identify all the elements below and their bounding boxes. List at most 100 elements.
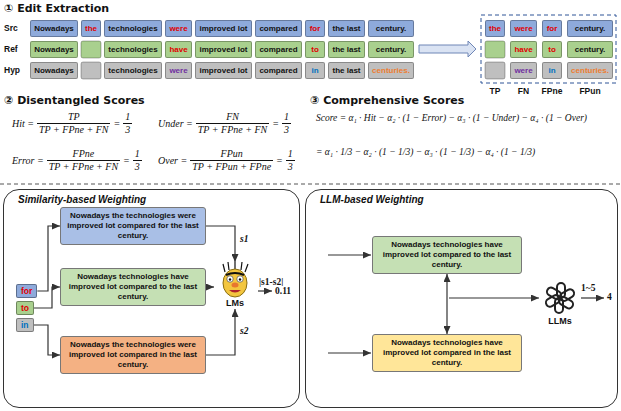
node-text: the last [332, 24, 360, 33]
node-text: centuries. [372, 66, 410, 75]
node-text: century. [376, 24, 407, 33]
formula-term: 1 [123, 111, 132, 123]
formula-term: 3 [282, 123, 291, 135]
node-text: were [169, 24, 187, 33]
section-title: ① Edit Extraction [4, 2, 109, 15]
score-formula: Over =FPunTP + FPun + FPne=13 [158, 148, 295, 172]
node-text: compared [259, 24, 297, 33]
node-text: Nowadays technologies have improved lot … [383, 338, 511, 367]
score-formula: Hit =TPTP + FPne + FN=13 [12, 111, 132, 135]
node-text: Nowadays [34, 66, 74, 75]
token-box: for [305, 20, 325, 37]
formula-term: TP [66, 111, 82, 123]
node-text: in [548, 66, 555, 75]
token-box: Nowadays [30, 62, 78, 79]
formula-term: 1 [133, 148, 142, 160]
token-box: were [510, 20, 537, 37]
openai-icon [542, 280, 578, 316]
node-text: the [85, 24, 97, 33]
similarity-score-label: s1 [239, 234, 249, 244]
node-text: technologies [108, 45, 157, 54]
token-box: century. [368, 20, 414, 37]
formula-term: TP + FPne + FN [37, 123, 110, 135]
empty-token-box [485, 62, 505, 79]
node-text: were [169, 66, 187, 75]
extracted-edits-frame [481, 15, 616, 83]
formula-term: Over = [158, 155, 187, 166]
formula-term: TP + FPne + FN [47, 160, 120, 172]
weighting-panel: LLM-based WeightingNowadays technologies… [305, 189, 618, 408]
empty-token-box [81, 41, 101, 58]
formula-term: 3 [286, 160, 295, 172]
input-arrow [328, 254, 371, 255]
row-label: Ref [4, 44, 18, 54]
fraction: TPTP + FPne + FN [37, 111, 110, 135]
token-box: the [485, 20, 505, 37]
bert-nose [232, 283, 239, 288]
sentence-box: Nowadays technologies have improved lot … [60, 268, 206, 306]
sentence-box: Nowadays technologies have improved lot … [372, 236, 522, 274]
formula-term: = [276, 155, 283, 166]
token-box: compared [255, 20, 302, 37]
token-box: centuries. [368, 62, 414, 79]
edit-token-box: in [16, 318, 34, 332]
formula-term: TP + FPne + FN [196, 123, 269, 135]
empty-token-box [485, 41, 505, 58]
token-box: in [542, 62, 562, 79]
compare-arrow [449, 297, 539, 298]
token-box: compared [255, 41, 302, 58]
node-text: Nowadays technologies have improved lot … [383, 240, 511, 269]
fraction: 13 [282, 111, 291, 135]
edit-token-box: to [16, 301, 34, 315]
token-box: the last [328, 41, 365, 58]
score-value: 4 [606, 292, 613, 302]
weighting-panel: Similarity-based WeightingfortoinNowaday… [3, 189, 300, 408]
token-box: centuries. [567, 62, 613, 79]
score-formula: = α₁ · 1/3 − α₂ · (1 − 1/3) − α₃ · (1 − … [316, 146, 616, 158]
node-text: the last [332, 45, 360, 54]
row-label: Src [4, 23, 18, 33]
token-box: century. [567, 20, 613, 37]
token-box: technologies [104, 62, 162, 79]
node-text: technologies [108, 24, 157, 33]
node-text: improved lot [199, 66, 247, 75]
connector-arrow [34, 325, 60, 355]
sentence-box: Nowadays the technologies were improved … [60, 207, 206, 245]
node-text: Nowadays technologies have improved lot … [69, 272, 197, 301]
empty-token-box [81, 62, 101, 79]
node-text: the last [332, 66, 360, 75]
bert-icon [215, 262, 255, 298]
node-text: the [489, 24, 501, 33]
node-text: to [548, 45, 556, 54]
token-box: the last [328, 20, 365, 37]
category-label: FPne [542, 86, 563, 96]
model-icon-box: LMs [214, 262, 256, 309]
openai-petal [555, 298, 563, 313]
connector-arrow [446, 274, 447, 334]
node-text: for [310, 24, 321, 33]
token-box: have [510, 41, 537, 58]
section-title: ② Disentangled Scores [4, 94, 145, 107]
node-text: century. [575, 24, 606, 33]
token-box: for [542, 20, 562, 37]
sentence-box: Nowadays the technologies were improved … [60, 336, 206, 374]
node-text: Nowadays the technologies were improved … [69, 340, 197, 369]
score-formula: Error =FPneTP + FPne + FN=13 [12, 148, 142, 172]
token-box: technologies [104, 41, 162, 58]
section-divider [0, 184, 621, 185]
connector-arrow [206, 226, 235, 262]
formula-term: FN [224, 111, 241, 123]
bert-brow [226, 273, 244, 275]
bert-eye [227, 276, 233, 282]
fraction: 13 [123, 111, 132, 135]
node-text: LLM-based Weighting [320, 194, 424, 205]
category-label: FN [518, 86, 529, 96]
openai-petal [546, 286, 563, 300]
fraction: 13 [133, 148, 142, 172]
node-text: Nowadays [34, 45, 74, 54]
node-text: have [514, 45, 532, 54]
formula-term: = [113, 118, 120, 129]
sentence-box: Nowadays technologies have improved lot … [372, 334, 522, 372]
formula-term: FPun [219, 148, 245, 160]
token-box: century. [567, 41, 613, 58]
